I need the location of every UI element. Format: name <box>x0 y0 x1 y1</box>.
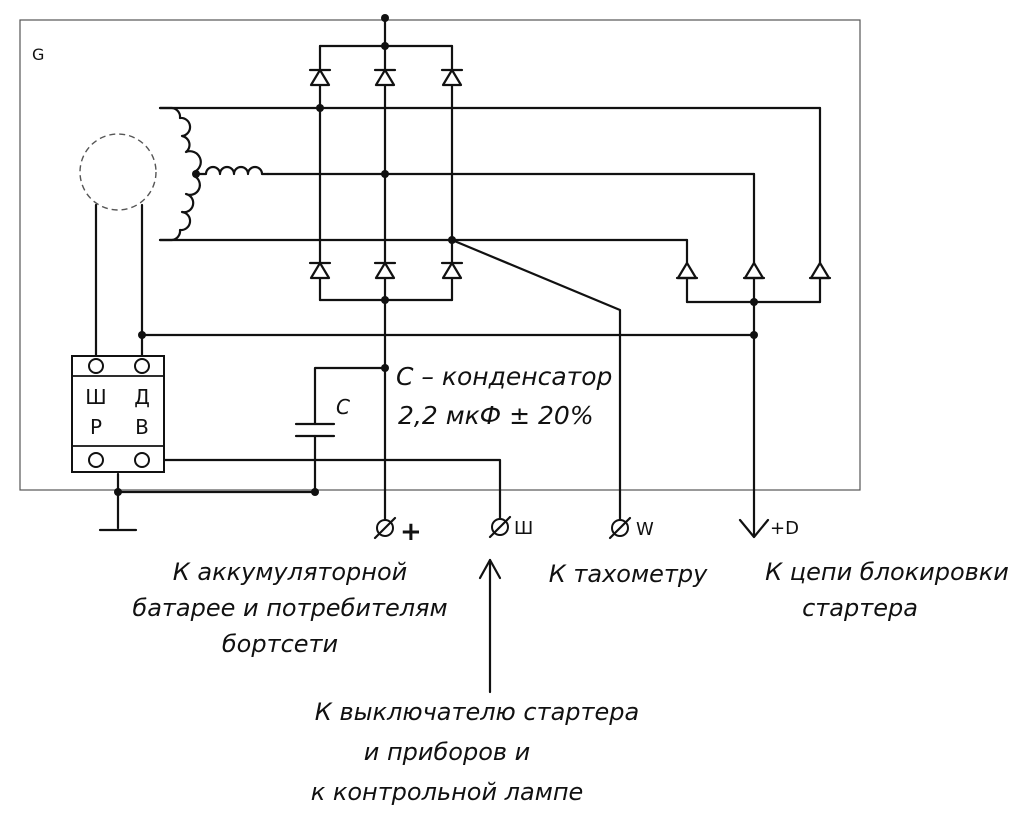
diode-aux-3 <box>808 261 832 280</box>
diode-bottom-left <box>308 261 332 280</box>
caption-switch-2: и приборов и <box>364 738 531 766</box>
diode-top-right <box>440 68 464 87</box>
terminal-w: W <box>608 516 654 540</box>
terminal-plus: + <box>373 516 422 547</box>
voltage-regulator: Ш Д Р В <box>71 355 165 473</box>
regulator-label-v: В <box>135 415 149 439</box>
capacitor <box>294 422 336 438</box>
diode-bottom-right <box>440 261 464 280</box>
caption-tachometer: К тахометру <box>549 560 708 588</box>
rotor-circle <box>79 133 157 211</box>
diode-bottom-mid <box>373 261 397 280</box>
caption-blocking-1: К цепи блокировки <box>765 558 1009 586</box>
switch-arrow <box>478 558 502 694</box>
capacitor-symbol: C <box>336 395 350 419</box>
terminal-w-label: W <box>636 519 654 540</box>
regulator-label-d: Д <box>134 385 150 409</box>
diode-top-left <box>308 68 332 87</box>
diodes <box>308 68 832 280</box>
capacitor-note-line2: 2,2 мкФ ± 20% <box>398 401 594 430</box>
caption-blocking-2: стартера <box>802 594 918 622</box>
caption-battery-1: К аккумуляторной <box>173 558 408 586</box>
terminal-sh: Ш <box>488 515 533 539</box>
capacitor-note-line1: С – конденсатор <box>396 362 612 391</box>
diode-aux-2 <box>742 261 766 280</box>
terminal-d: +D <box>738 518 799 539</box>
caption-battery-3: бортсети <box>222 630 338 658</box>
terminal-sh-label: Ш <box>514 518 533 539</box>
caption-battery-2: батарее и потребителям <box>132 594 447 622</box>
generator-frame <box>19 19 861 491</box>
regulator-label-sh: Ш <box>85 385 106 409</box>
caption-switch-3: к контрольной лампе <box>311 778 584 806</box>
stator-windings <box>158 106 270 242</box>
junction-dots <box>114 14 758 496</box>
regulator-label-r: Р <box>90 415 102 439</box>
frame-label: G <box>32 45 44 64</box>
terminal-d-label: +D <box>770 518 799 539</box>
diode-aux-1 <box>675 261 699 280</box>
terminal-plus-label: + <box>400 517 422 547</box>
diode-top-mid <box>373 68 397 87</box>
caption-switch-1: К выключателю стартера <box>315 698 639 726</box>
